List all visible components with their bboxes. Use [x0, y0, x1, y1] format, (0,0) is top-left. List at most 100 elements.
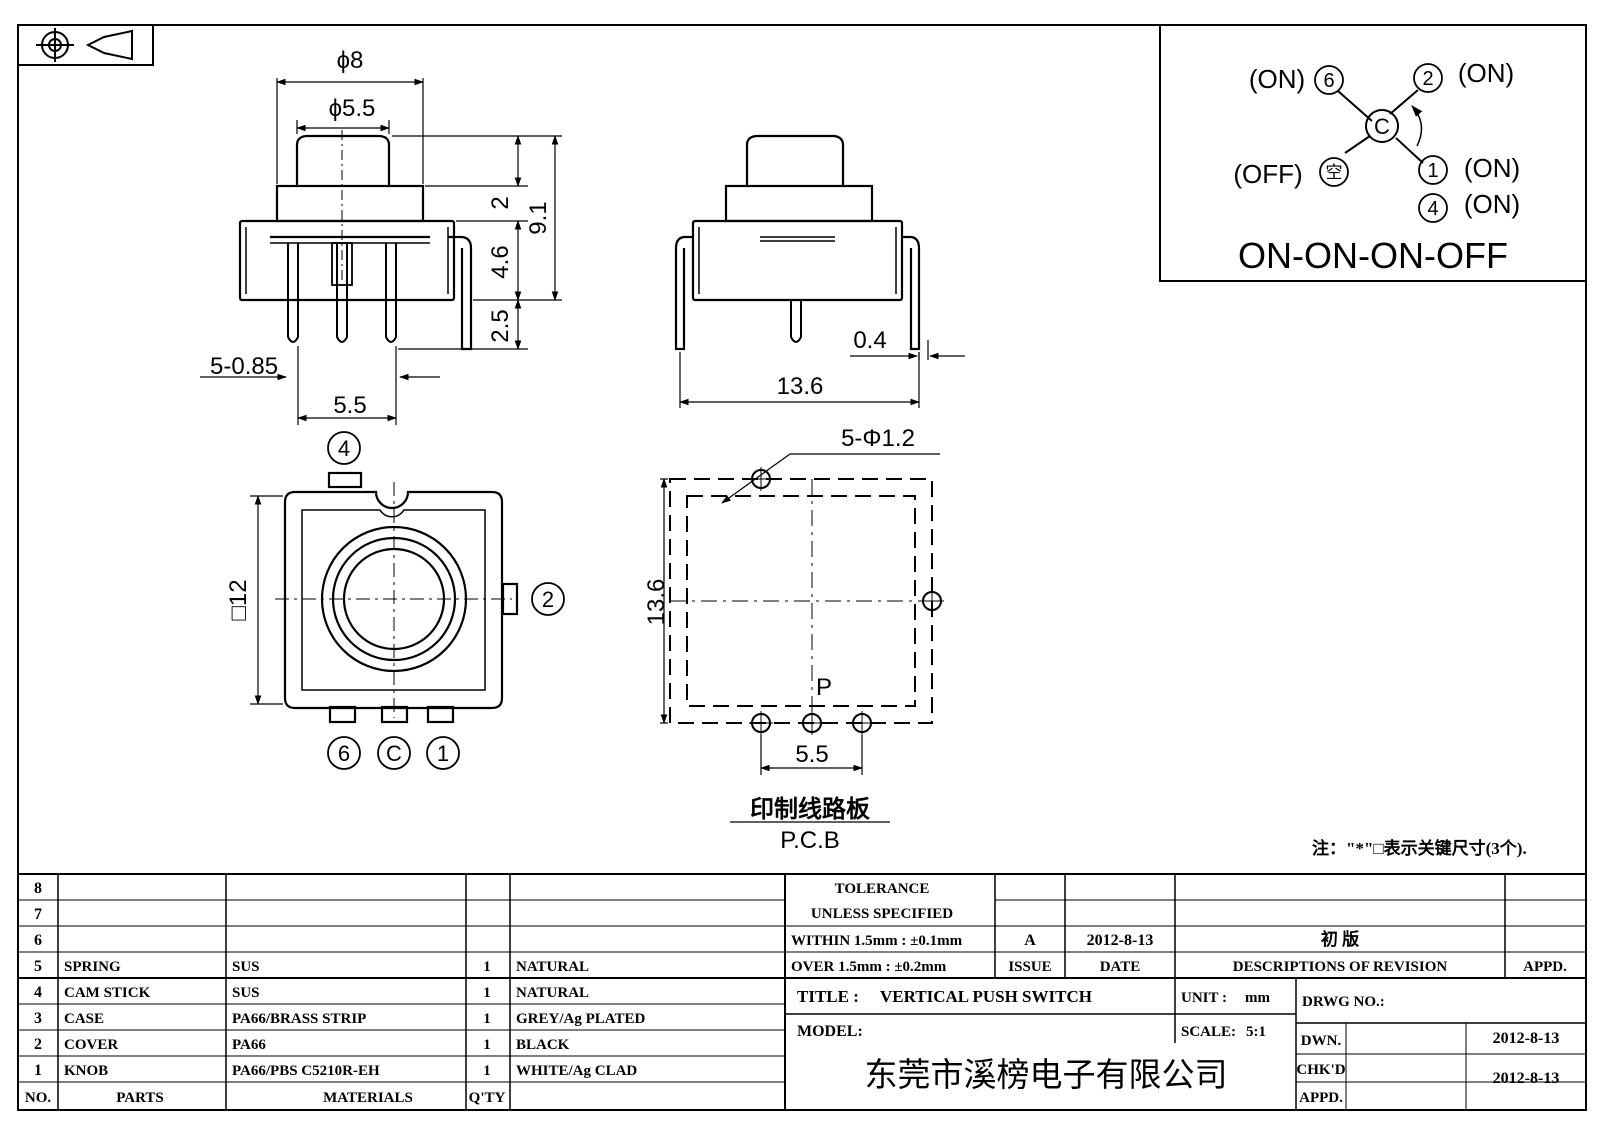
part-finish: GREY/Ag PLATED: [516, 1011, 645, 1027]
sch-off: (OFF): [1233, 159, 1302, 189]
dim-h-knob: 2: [487, 196, 514, 209]
part-no: 6: [34, 932, 42, 949]
sch-circle-6: [1314, 65, 1344, 95]
dim-h-total: 9.1: [525, 201, 552, 234]
drawing-frame: [17, 24, 1587, 1111]
sch-num-4: 4: [1427, 198, 1438, 220]
sch-on-6: (ON): [1249, 64, 1305, 94]
sch-common: C: [1374, 114, 1390, 139]
pcb-label-cn: 印制线路板: [750, 795, 871, 823]
parts-row: 8: [34, 880, 42, 897]
company-name: 东莞市溪榜电子有限公司: [865, 1056, 1228, 1093]
dim-side-width: 13.6: [777, 373, 824, 400]
revision-desc-header: DESCRIPTIONS OF REVISION: [1233, 959, 1448, 975]
sch-num-1: 1: [1427, 160, 1438, 182]
sch-circle-empty: [1319, 157, 1349, 187]
pin-label-6: 6: [327, 736, 361, 770]
sch-on-2: (ON): [1458, 58, 1514, 88]
header-qty: Q'TY: [469, 1090, 506, 1106]
pin-6-text: 6: [338, 741, 350, 766]
header-parts: PARTS: [116, 1090, 164, 1106]
schematic-box: [1159, 24, 1587, 282]
switch-mode: ON-ON-ON-OFF: [1238, 235, 1508, 276]
revision-appd-header: APPD.: [1523, 959, 1567, 975]
dim-pcb-height: 13.6: [643, 579, 670, 626]
dwn-label: DWN.: [1301, 1033, 1342, 1049]
dim-h-body: 4.6: [487, 245, 514, 278]
revision-date: 2012-8-13: [1087, 932, 1154, 949]
sch-circle-2: [1413, 63, 1443, 93]
header-materials: MATERIALS: [323, 1090, 413, 1106]
appd-label: APPD.: [1299, 1090, 1343, 1106]
parts-row: 4 CAM STICK SUS 1 NATURAL: [34, 984, 589, 1001]
dim-h-pin: 2.5: [487, 309, 514, 342]
dim-pcb-pitch: 5.5: [795, 741, 828, 768]
part-qty: 1: [483, 1037, 491, 1053]
revision-date-header: DATE: [1100, 959, 1141, 975]
dim-pitch: 5.5: [333, 392, 366, 419]
pin-label-4: 4: [327, 431, 361, 465]
sch-circle-4: [1418, 193, 1448, 223]
part-no: 7: [34, 906, 42, 923]
parts-header-row: NO. PARTS MATERIALS Q'TY: [25, 1090, 506, 1106]
part-no: 5: [34, 958, 42, 975]
part-qty: 1: [483, 1011, 491, 1027]
part-no: 4: [34, 984, 42, 1001]
dim-dia-cap: ϕ8: [337, 47, 364, 74]
front-view: [238, 130, 473, 351]
part-finish: NATURAL: [516, 959, 589, 975]
parts-row: 6: [34, 932, 42, 949]
first-angle-projection-icon: [17, 24, 154, 66]
parts-row: 2 COVER PA66 1 BLACK: [34, 1036, 570, 1053]
tolerance-line2: UNLESS SPECIFIED: [811, 906, 953, 922]
part-qty: 1: [483, 1063, 491, 1079]
part-name: CASE: [64, 1011, 104, 1027]
part-material: PA66/PBS C5210R-EH: [232, 1063, 380, 1079]
part-qty: 1: [483, 985, 491, 1001]
revision-issue: A: [1024, 932, 1036, 949]
pcb-label-en: P.C.B: [780, 827, 840, 854]
part-material: PA66/BRASS STRIP: [232, 1011, 366, 1027]
part-no: 8: [34, 880, 42, 897]
scale-label: SCALE:: [1181, 1024, 1236, 1040]
pin-4-text: 4: [338, 436, 350, 461]
header-no: NO.: [25, 1090, 52, 1106]
part-finish: BLACK: [516, 1037, 570, 1053]
part-name: COVER: [64, 1037, 118, 1053]
parts-row: 7: [34, 906, 42, 923]
tolerance-line4: OVER 1.5mm : ±0.2mm: [791, 959, 947, 975]
front-view-dimensions: [200, 78, 562, 425]
dwn-date: 2012-8-13: [1493, 1030, 1560, 1047]
dim-side-lead: 0.4: [853, 327, 886, 354]
title-label: TITLE :: [797, 987, 859, 1006]
part-name: CAM STICK: [64, 985, 151, 1001]
unit-label: UNIT :: [1181, 990, 1227, 1006]
pcb-layout: [669, 467, 944, 735]
revision-issue-header: ISSUE: [1008, 959, 1051, 975]
tolerance-line3: WITHIN 1.5mm : ±0.1mm: [791, 933, 963, 949]
scale-value: 5:1: [1246, 1024, 1266, 1040]
parts-row: 5 SPRING SUS 1 NATURAL: [34, 958, 589, 975]
pin-label-1: 1: [426, 736, 460, 770]
top-view: [275, 471, 519, 724]
parts-row: 3 CASE PA66/BRASS STRIP 1 GREY/Ag PLATED: [34, 1010, 645, 1027]
part-no: 1: [34, 1062, 42, 1079]
part-qty: 1: [483, 959, 491, 975]
dim-square: □12: [225, 579, 252, 620]
part-material: SUS: [232, 985, 260, 1001]
dim-pcb-holes: 5-Φ1.2: [841, 425, 915, 452]
sch-on-1: (ON): [1464, 153, 1520, 183]
chkd-label: CHK'D: [1296, 1062, 1345, 1078]
pin-c-text: C: [386, 741, 402, 766]
drawing-title: VERTICAL PUSH SWITCH: [880, 987, 1092, 1006]
model-label: MODEL:: [797, 1023, 863, 1040]
unit-value: mm: [1245, 990, 1270, 1006]
pin-1-text: 1: [437, 741, 449, 766]
pin-label-2: 2: [531, 582, 565, 616]
side-view-dimensions: [679, 340, 965, 408]
pcb-mark: P: [816, 674, 832, 701]
dim-pins: 5-0.85: [210, 353, 278, 380]
part-name: KNOB: [64, 1063, 108, 1079]
pcb-dimensions: [660, 453, 940, 823]
